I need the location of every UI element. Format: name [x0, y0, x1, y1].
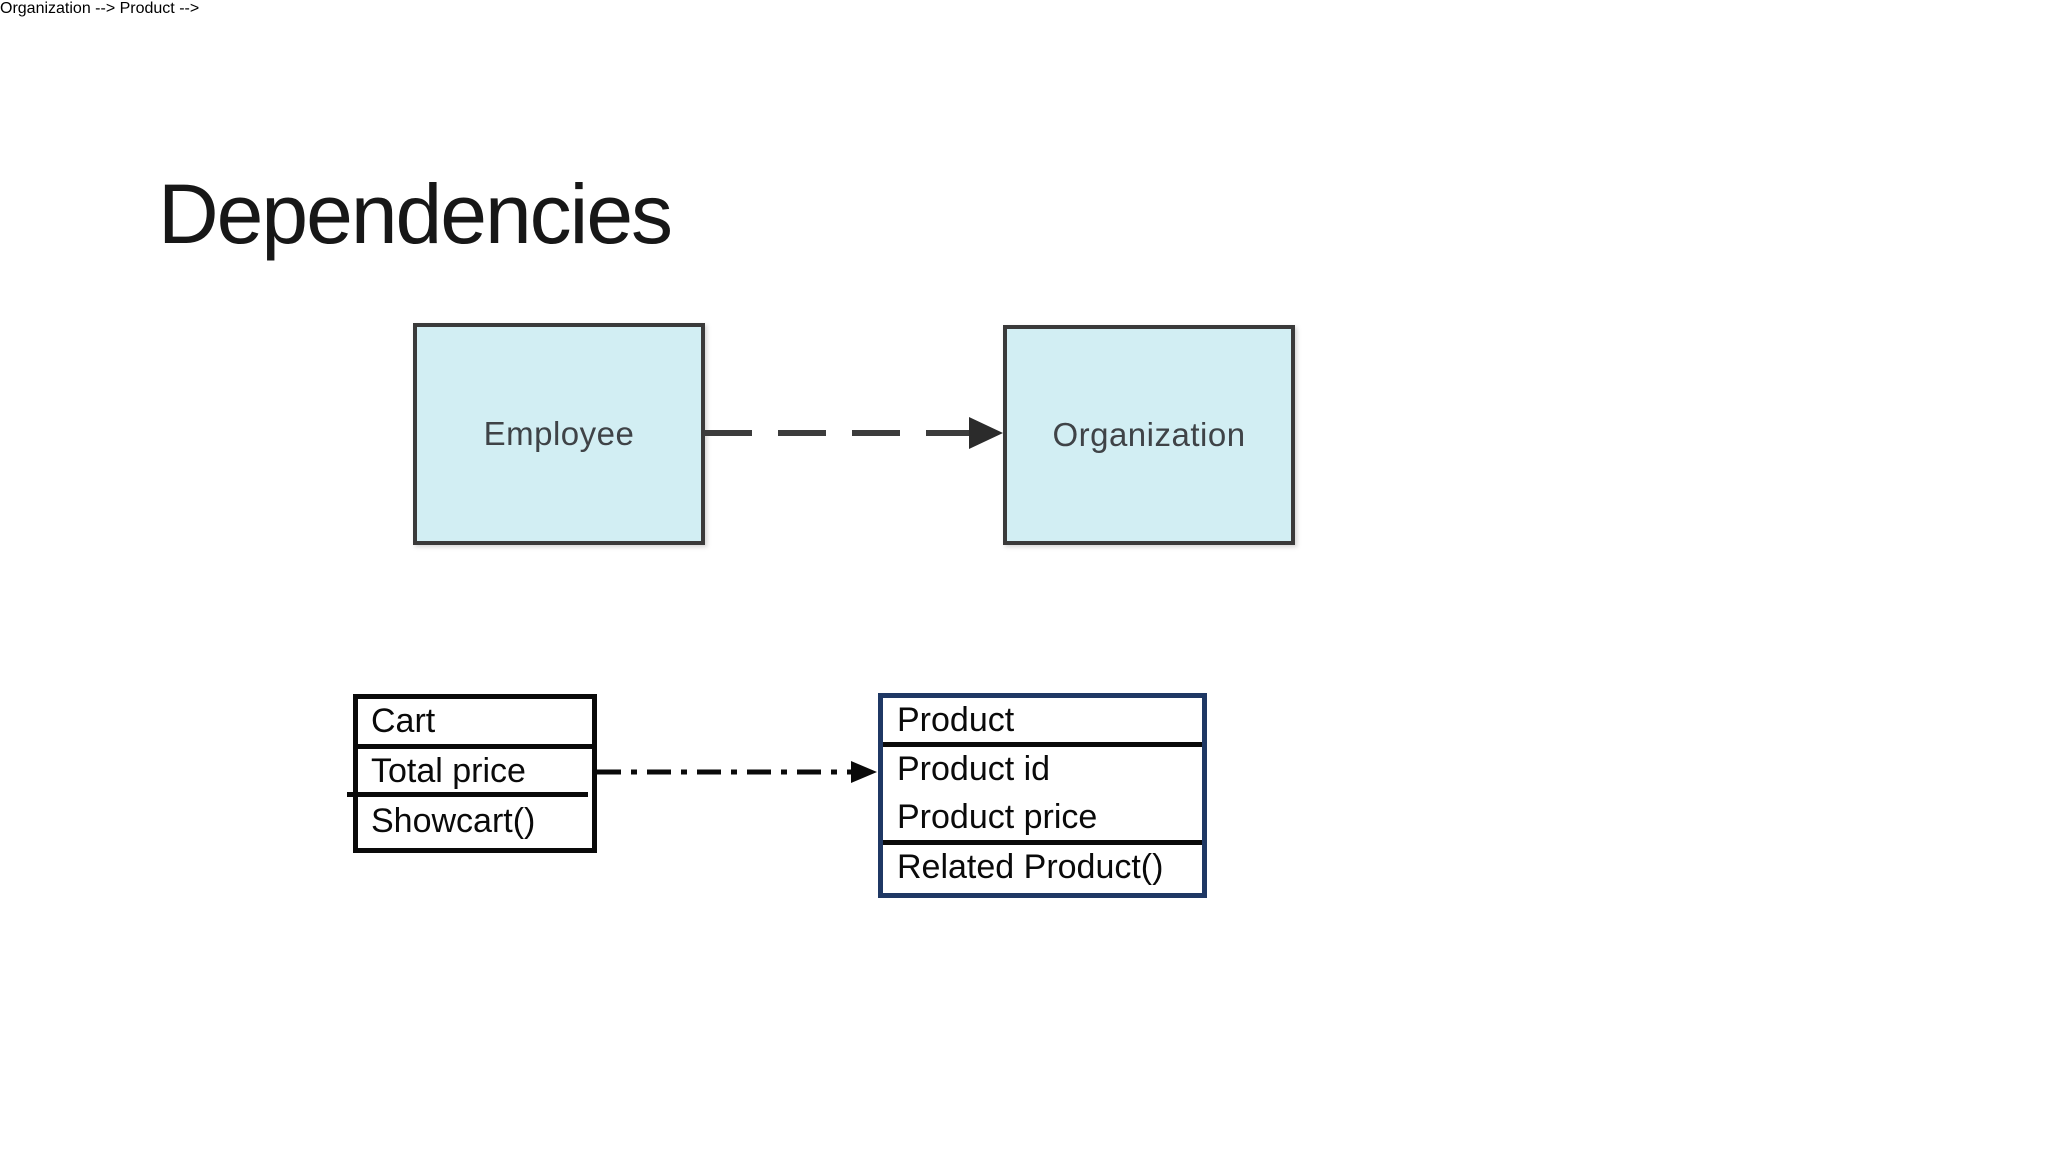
- cart-attribute-total-price: Total price: [371, 752, 526, 790]
- cart-operation-showcart: Showcart(): [371, 802, 536, 840]
- product-operation-related-product: Related Product(): [897, 848, 1164, 886]
- node-organization-label: Organization: [1052, 416, 1246, 453]
- product-attribute-product-id: Product id: [897, 750, 1051, 788]
- dash-dot-dependency-arrow: [597, 761, 877, 783]
- slide-title: Dependencies: [158, 167, 673, 262]
- arrowhead-icon: [851, 761, 877, 783]
- class-box-product: Product Product id Product price Related…: [878, 693, 1207, 898]
- node-organization: Organization: [1003, 325, 1295, 545]
- product-class-name: Product: [897, 701, 1015, 739]
- arrowhead-icon: [969, 417, 1003, 449]
- node-employee: Employee: [413, 323, 705, 545]
- product-compartment-divider-1: [883, 742, 1202, 747]
- node-employee-label: Employee: [483, 415, 635, 452]
- class-box-cart: Cart Total price Showcart(): [347, 694, 597, 853]
- cart-class-name: Cart: [371, 702, 436, 740]
- product-attribute-product-price: Product price: [897, 798, 1098, 836]
- cart-compartment-divider-2: [347, 792, 588, 797]
- dashed-dependency-arrow: [704, 417, 1003, 449]
- cart-compartment-divider-1: [356, 744, 593, 749]
- product-compartment-divider-2: [883, 840, 1202, 845]
